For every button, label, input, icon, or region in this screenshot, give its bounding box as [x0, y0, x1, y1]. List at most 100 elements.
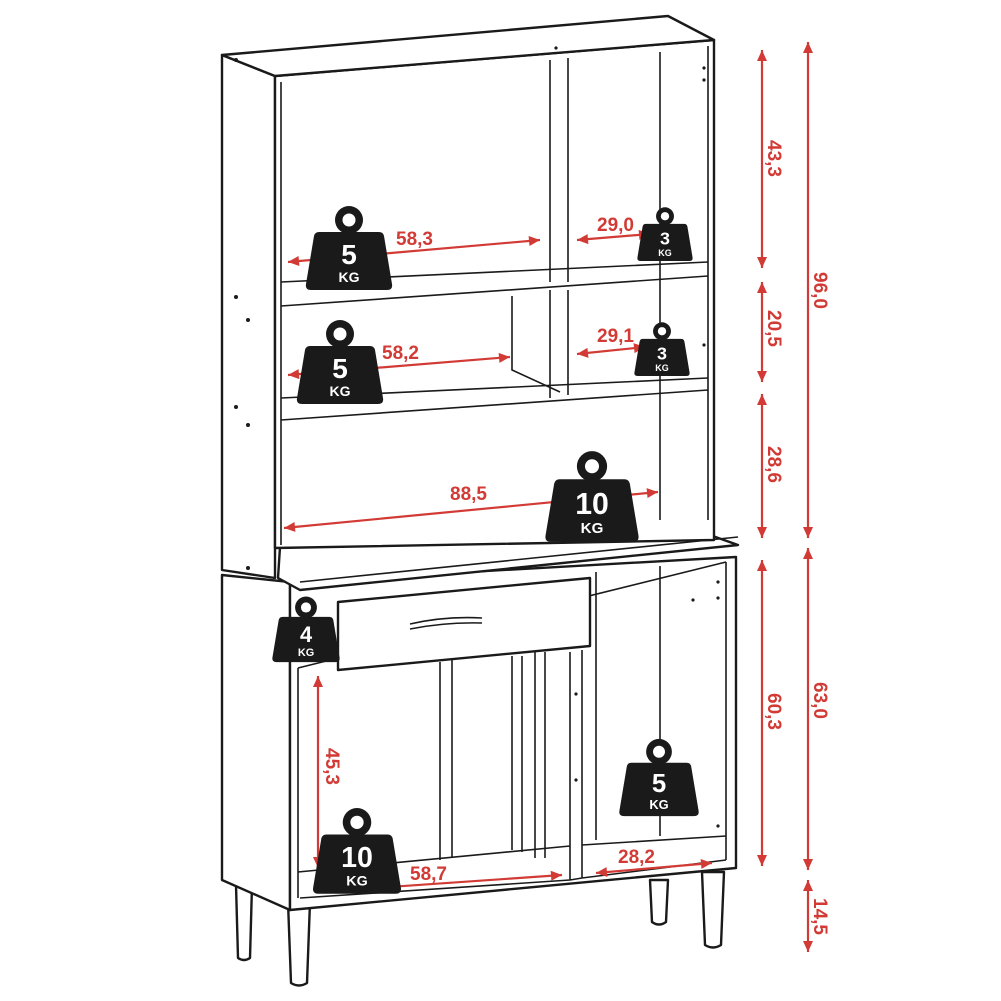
weight-value: 5: [341, 239, 357, 270]
weight-unit: KG: [339, 269, 360, 285]
weight-value: 3: [657, 343, 667, 363]
dim-line-middle-right-width-arrow-icon-1: [577, 347, 589, 358]
dim-middle-compartment-height: 20,5: [763, 310, 784, 347]
weight-icon-hole: [342, 213, 356, 227]
dim-line-lower-total-height-arrow-icon-1: [803, 548, 813, 559]
weight-unit: KG: [655, 363, 668, 373]
lower-floor: [297, 835, 727, 899]
hutch-vertical-divider: [549, 58, 569, 398]
weight-icon: [272, 616, 340, 663]
weight-icon: [634, 338, 690, 377]
dim-lower-total-height: 63,0: [809, 682, 830, 719]
weight-icon-hole: [333, 327, 347, 341]
dim-line-leg-height-arrow-icon-1: [803, 880, 813, 891]
dim-leg-height: 14,5: [809, 898, 830, 935]
dim-middle-left-width: 58,2: [382, 343, 419, 364]
dim-line-top-compartment-height-arrow-icon-2: [757, 257, 767, 268]
dim-line-top-right-width-arrow-icon-1: [577, 234, 589, 245]
weight-bottom-right: 5KG: [619, 738, 699, 817]
leg-back-right: [648, 878, 670, 926]
dim-line-bottom-inner-height-arrow-icon-1: [313, 676, 323, 687]
weight-icon: [637, 223, 693, 262]
countertop-edge: [299, 536, 739, 591]
dim-line-bottom-right-width: [595, 861, 713, 875]
weight-icon-hole: [350, 815, 364, 829]
weight-middle-right: 3KG: [634, 322, 690, 377]
weight-value: 5: [652, 770, 666, 798]
dim-line-middle-left-width-arrow-icon-2: [498, 352, 510, 363]
dim-open-niche-height: 28,6: [763, 446, 784, 483]
weight-unit: KG: [298, 647, 314, 659]
hutch-body: [273, 38, 716, 550]
middle-niche-back: [511, 296, 561, 393]
weight-icon: [545, 479, 639, 542]
dim-top-right-width: 29,0: [597, 215, 634, 236]
leg-front-left: [286, 900, 312, 987]
dim-upper-total-height: 96,0: [809, 272, 830, 309]
dim-line-top-compartment-height-arrow-icon-1: [757, 50, 767, 61]
weight-top-right: 3KG: [637, 207, 693, 262]
dim-line-leg-height-arrow-icon-2: [803, 941, 813, 952]
drawer-handle[interactable]: [409, 616, 483, 630]
weight-unit: KG: [581, 520, 604, 537]
dim-counter-width: 88,5: [450, 484, 487, 505]
dim-top-compartment-height: 43,3: [763, 140, 784, 177]
hutch-top: [220, 14, 716, 78]
weight-unit: KG: [649, 797, 668, 812]
weight-icon-hole: [660, 212, 670, 221]
dim-line-upper-total-height-arrow-icon-1: [803, 42, 813, 53]
drawer[interactable]: [336, 576, 592, 672]
dim-line-upper-total-height-arrow-icon-2: [803, 527, 813, 538]
dim-line-open-niche-height-arrow-icon-2: [757, 527, 767, 538]
weight-middle-left: 5KG: [296, 320, 384, 404]
dim-bottom-left-width: 58,7: [410, 864, 447, 885]
weight-icon: [312, 834, 402, 894]
weight-value: 10: [575, 488, 609, 521]
dim-line-lower-cabinet-height-arrow-icon-1: [757, 560, 767, 571]
dim-top-left-width: 58,3: [396, 229, 433, 250]
weight-drawer: 4KG: [272, 596, 340, 663]
dim-lower-cabinet-height: 60,3: [763, 693, 784, 730]
weight-value: 5: [332, 353, 348, 384]
dim-line-lower-cabinet-height-arrow-icon-2: [757, 855, 767, 866]
lower-cabinet: [220, 555, 738, 912]
weight-icon-hole: [300, 602, 312, 613]
weight-icon: [296, 346, 384, 404]
upper-hutch: [220, 14, 716, 580]
dim-line-bottom-left-width-arrow-icon-2: [550, 870, 562, 881]
hardware-dots: [234, 46, 720, 828]
dim-line-bottom-right-width-arrow-icon-1: [596, 867, 608, 878]
dim-bottom-right-width: 28,2: [618, 847, 655, 868]
dim-line-middle-left-width-arrow-icon-1: [288, 369, 300, 380]
leg-back-left: [234, 883, 254, 962]
dim-line-counter-width-arrow-icon-2: [646, 488, 658, 499]
weight-value: 3: [660, 228, 670, 248]
weight-unit: KG: [346, 874, 367, 890]
lower-divider: [569, 650, 583, 881]
lower-back-panels: [439, 652, 546, 860]
dim-line-top-left-width-arrow-icon-1: [288, 256, 300, 267]
dim-line-open-niche-height-arrow-icon-1: [757, 394, 767, 405]
weight-unit: KG: [658, 248, 671, 258]
legs: [234, 870, 726, 987]
weight-icon: [305, 232, 393, 290]
hutch-left-side: [220, 53, 277, 580]
dim-line-counter-width-arrow-icon-1: [284, 521, 296, 532]
weight-icon-hole: [584, 459, 600, 474]
weight-icon-hole: [653, 745, 665, 758]
dim-line-lower-total-height-arrow-icon-2: [803, 859, 813, 870]
dim-bottom-inner-height: 45,3: [321, 748, 342, 785]
leg-front-right: [700, 870, 726, 949]
dim-line-middle-right-width: [576, 345, 646, 356]
dim-line-top-left-width-arrow-icon-2: [528, 235, 540, 246]
hutch-inner-frame: [280, 46, 709, 545]
weight-icon-hole: [657, 327, 667, 336]
dim-middle-right-width: 29,1: [597, 326, 634, 347]
weight-icon: [619, 762, 699, 817]
weight-top-left: 5KG: [305, 206, 393, 290]
weight-value: 10: [341, 842, 373, 874]
